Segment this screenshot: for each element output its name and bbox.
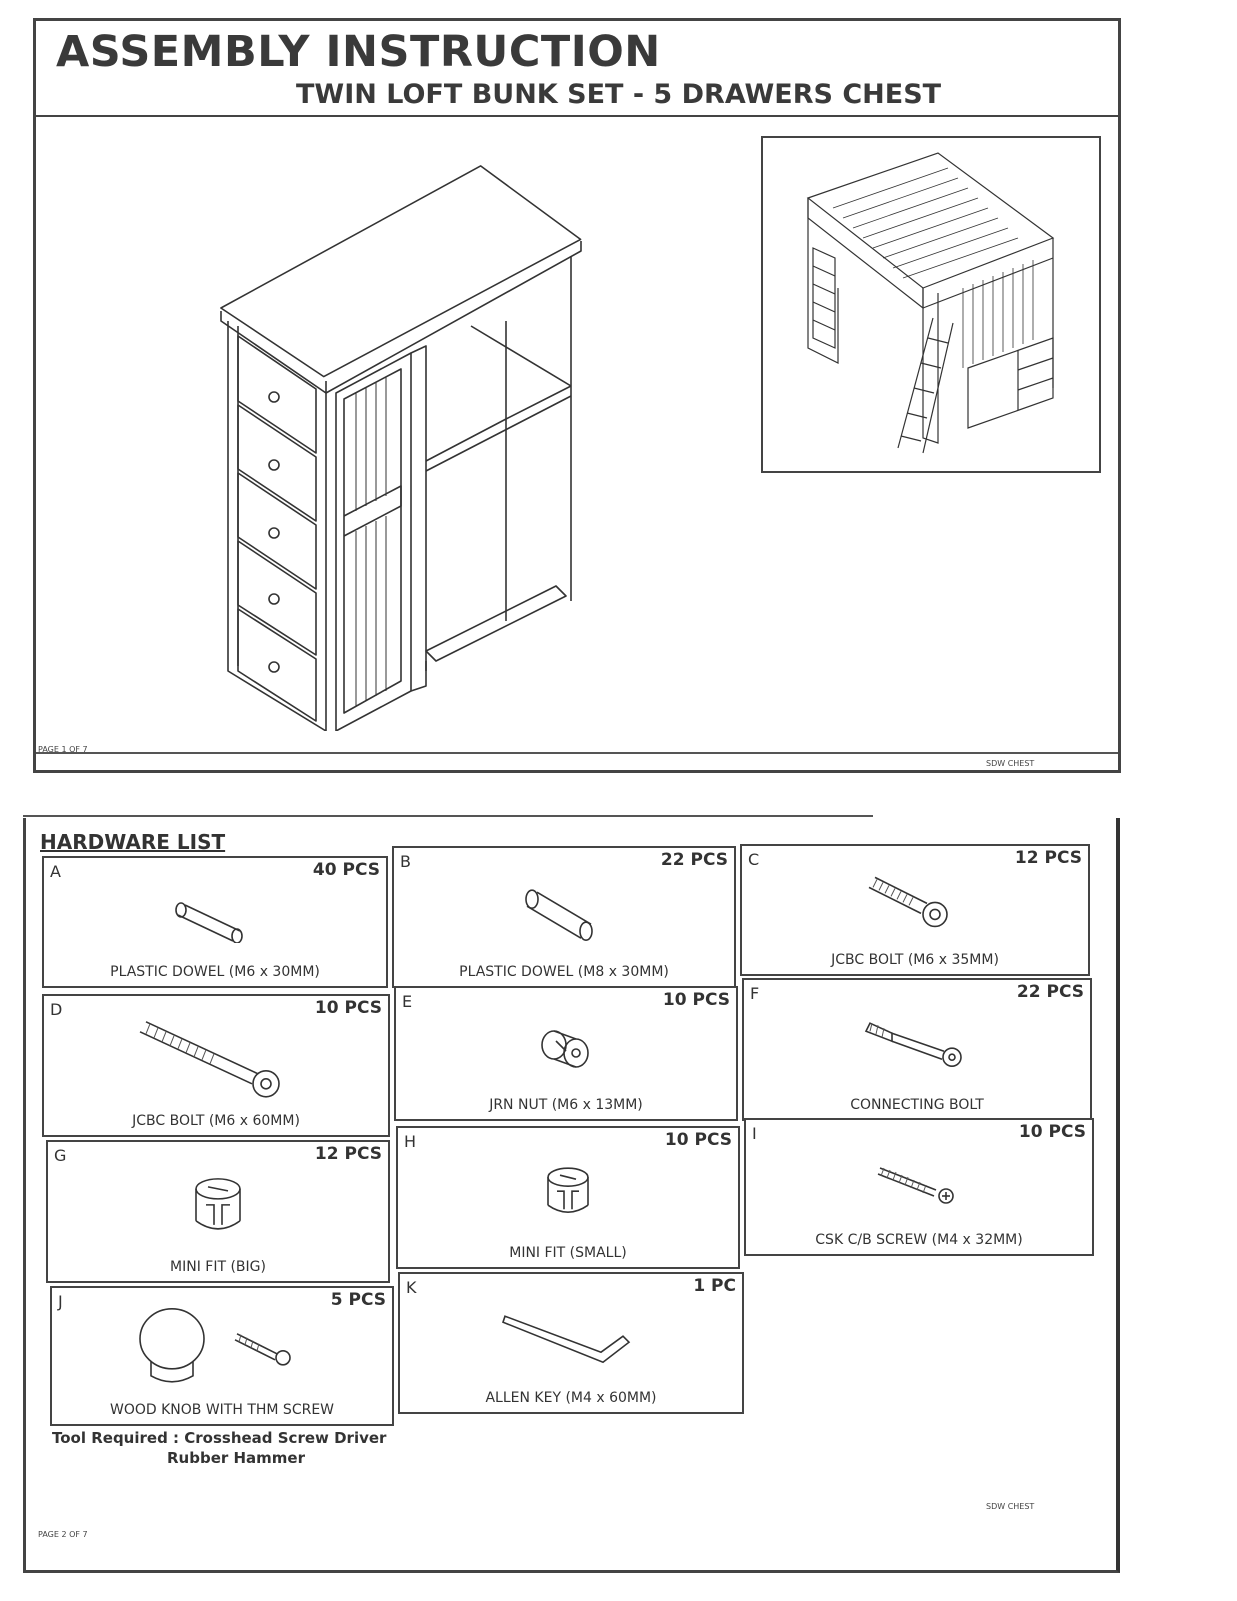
hardware-item-i: I 10 PCS CSK C/B SCREW (M4 x 32MM) xyxy=(744,1118,1094,1256)
page-footer: PAGE 1 OF 7 SDW CHEST xyxy=(36,745,1118,770)
item-letter: E xyxy=(402,992,413,1011)
barrel-nut-icon xyxy=(541,1029,589,1068)
item-label: CONNECTING BOLT xyxy=(850,1097,984,1113)
hardware-item-j: J 5 PCS WOOD KNOB WITH THM SCREW xyxy=(50,1286,394,1426)
hardware-list-heading: HARDWARE LIST xyxy=(40,830,226,854)
hardware-item-e: E 10 PCS JRN NUT (M6 x 13MM) xyxy=(394,986,738,1121)
page-number: PAGE 2 OF 7 xyxy=(38,1530,88,1539)
bolt-short-icon xyxy=(868,876,948,928)
item-letter: K xyxy=(406,1278,417,1297)
page-title: ASSEMBLY INSTRUCTION xyxy=(56,27,661,77)
allen-key-icon xyxy=(502,1315,631,1364)
item-quantity: 22 PCS xyxy=(1016,982,1084,1002)
page-1: ASSEMBLY INSTRUCTION TWIN LOFT BUNK SET … xyxy=(33,18,1121,773)
item-label: JRN NUT (M6 x 13MM) xyxy=(489,1097,643,1113)
item-letter: C xyxy=(748,850,760,869)
cam-lock-small-icon xyxy=(547,1166,589,1213)
item-letter: A xyxy=(50,862,61,881)
item-quantity: 10 PCS xyxy=(662,990,730,1010)
loft-bed-illustration xyxy=(806,152,1055,454)
item-label: ALLEN KEY (M4 x 60MM) xyxy=(485,1390,657,1406)
wood-knob-icon xyxy=(139,1308,291,1383)
screw-icon xyxy=(877,1167,954,1204)
item-quantity: 12 PCS xyxy=(314,1144,382,1164)
item-label: JCBC BOLT (M6 x 60MM) xyxy=(132,1113,300,1129)
chest-illustration xyxy=(220,165,582,731)
hardware-item-k: K 1 PC ALLEN KEY (M4 x 60MM) xyxy=(398,1272,744,1414)
page-number: PAGE 1 OF 7 xyxy=(38,745,88,754)
item-label: PLASTIC DOWEL (M6 x 30MM) xyxy=(110,964,320,980)
item-label: CSK C/B SCREW (M4 x 32MM) xyxy=(815,1232,1023,1248)
item-letter: B xyxy=(400,852,411,871)
hardware-item-b: B 22 PCS PLASTIC DOWEL (M8 x 30MM) xyxy=(392,846,736,988)
item-quantity: 10 PCS xyxy=(1018,1122,1086,1142)
hardware-item-a: A 40 PCS PLASTIC DOWEL (M6 x 30MM) xyxy=(42,856,388,988)
item-label: JCBC BOLT (M6 x 35MM) xyxy=(831,952,999,968)
hardware-item-d: D 10 PCS JCBC BOLT (M6 x 60MM) xyxy=(42,994,390,1137)
hardware-item-h: H 10 PCS MINI FIT (SMALL) xyxy=(396,1126,740,1269)
item-quantity: 1 PC xyxy=(693,1276,736,1296)
item-quantity: 40 PCS xyxy=(312,860,380,880)
item-quantity: 10 PCS xyxy=(664,1130,732,1150)
item-quantity: 22 PCS xyxy=(660,850,728,870)
bolt-long-icon xyxy=(139,1020,280,1098)
item-letter: H xyxy=(404,1132,417,1151)
item-label: MINI FIT (BIG) xyxy=(170,1259,266,1275)
item-quantity: 5 PCS xyxy=(330,1290,386,1310)
dowel-small-icon xyxy=(175,902,243,943)
page-2: HARDWARE LIST A 40 PCS PLASTIC DOWEL (M6… xyxy=(23,818,1120,1573)
item-letter: J xyxy=(58,1292,63,1311)
page-subtitle: TWIN LOFT BUNK SET - 5 DRAWERS CHEST xyxy=(296,79,942,110)
page-header: ASSEMBLY INSTRUCTION TWIN LOFT BUNK SET … xyxy=(36,21,1118,117)
item-letter: I xyxy=(752,1124,757,1143)
hardware-item-f: F 22 PCS CONNECTING BOLT xyxy=(742,978,1092,1121)
item-quantity: 10 PCS xyxy=(314,998,382,1018)
hardware-item-c: C 12 PCS JCBC BOLT (M6 x 35MM) xyxy=(740,844,1090,976)
tools-required-label: Tool Required : Crosshead Screw Driver xyxy=(52,1429,387,1447)
tools-required-second: Rubber Hammer xyxy=(167,1449,306,1467)
loft-bed-preview xyxy=(761,136,1101,473)
hardware-item-g: G 12 PCS MINI FIT (BIG) xyxy=(46,1140,390,1283)
cam-lock-big-icon xyxy=(195,1177,241,1230)
item-label: PLASTIC DOWEL (M8 x 30MM) xyxy=(459,964,669,980)
item-letter: G xyxy=(54,1146,67,1165)
item-quantity: 12 PCS xyxy=(1014,848,1082,868)
dowel-large-icon xyxy=(525,889,593,942)
item-label: MINI FIT (SMALL) xyxy=(509,1245,627,1261)
page-top-rule xyxy=(23,815,873,817)
tools-required: Tool Required : Crosshead Screw Driver R… xyxy=(52,1428,386,1468)
item-letter: F xyxy=(750,984,760,1003)
item-letter: D xyxy=(50,1000,63,1019)
connecting-bolt-icon xyxy=(864,1021,962,1067)
document-code: SDW CHEST xyxy=(986,1502,1035,1511)
item-label: WOOD KNOB WITH THM SCREW xyxy=(109,1402,335,1418)
document-code: SDW CHEST xyxy=(986,759,1035,768)
